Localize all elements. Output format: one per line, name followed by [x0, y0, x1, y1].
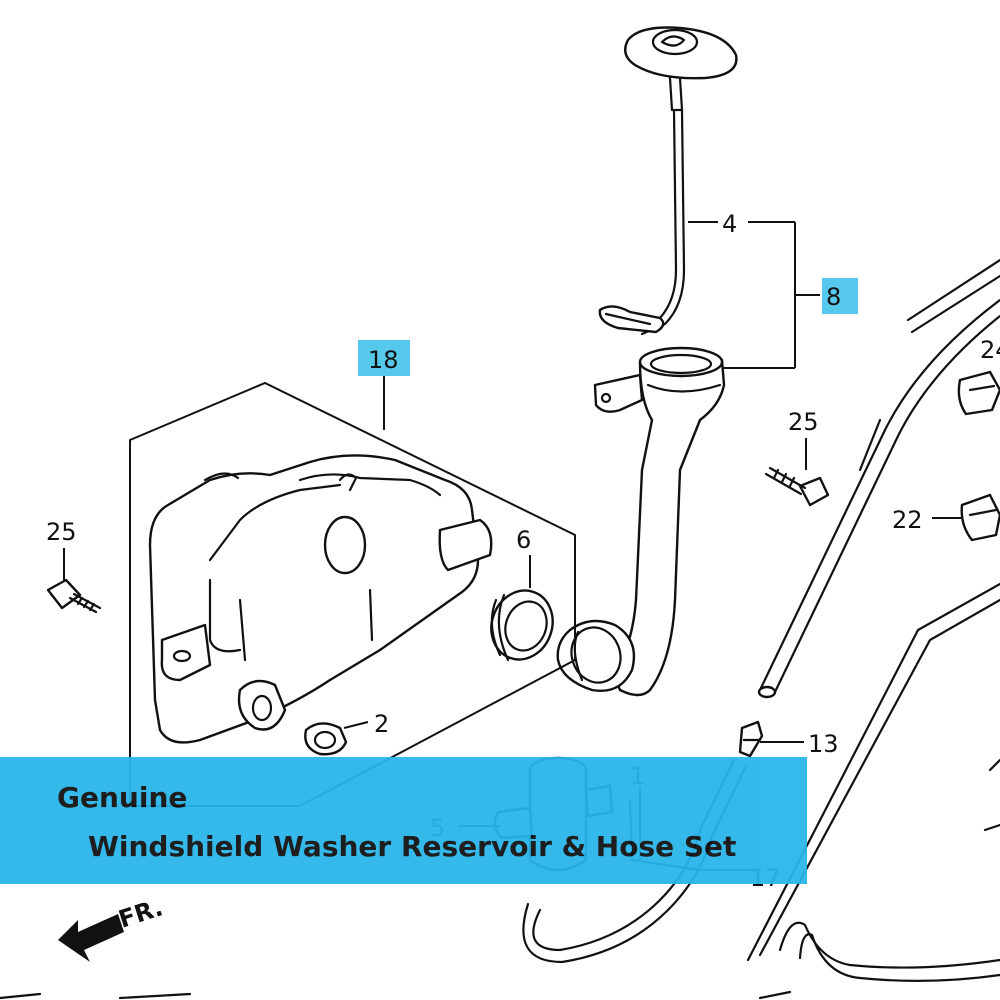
- callout-4: 4: [722, 210, 737, 238]
- clip-22: [960, 493, 1000, 542]
- grommet-neck: [556, 619, 636, 692]
- hose-upper-right: [858, 258, 1000, 472]
- callout-25-right: 25: [788, 408, 819, 436]
- level-gauge-rod: [598, 108, 686, 336]
- front-direction-arrow: FR.: [58, 893, 166, 962]
- callout-25-left: 25: [46, 518, 77, 546]
- filler-neck: [593, 346, 726, 697]
- reservoir-tank: [148, 454, 493, 744]
- bolt-25-left: [46, 578, 102, 614]
- banner-label-genuine: Genuine: [57, 781, 188, 814]
- hose-main-right: [757, 298, 1000, 699]
- callout-2: 2: [374, 710, 389, 738]
- callout-24: 24: [980, 336, 1000, 364]
- clip-24: [957, 370, 1000, 416]
- callout-18-highlight: [358, 340, 410, 376]
- title-banner: Genuine Windshield Washer Reservoir & Ho…: [0, 757, 807, 884]
- clip-2: [304, 722, 348, 756]
- bolt-25-right: [764, 466, 830, 507]
- joint-13: [738, 720, 764, 758]
- dipstick-cap: [624, 26, 738, 112]
- callout-22: 22: [892, 506, 923, 534]
- callout-8-highlight: [822, 278, 858, 314]
- callout-18: 18: [368, 346, 399, 374]
- front-direction-label: FR.: [115, 893, 166, 933]
- callout-8: 8: [826, 283, 841, 311]
- grommet-6: [490, 589, 554, 662]
- callout-6: 6: [516, 526, 531, 554]
- banner-product-title: Windshield Washer Reservoir & Hose Set: [88, 830, 737, 863]
- callout-13: 13: [808, 730, 839, 758]
